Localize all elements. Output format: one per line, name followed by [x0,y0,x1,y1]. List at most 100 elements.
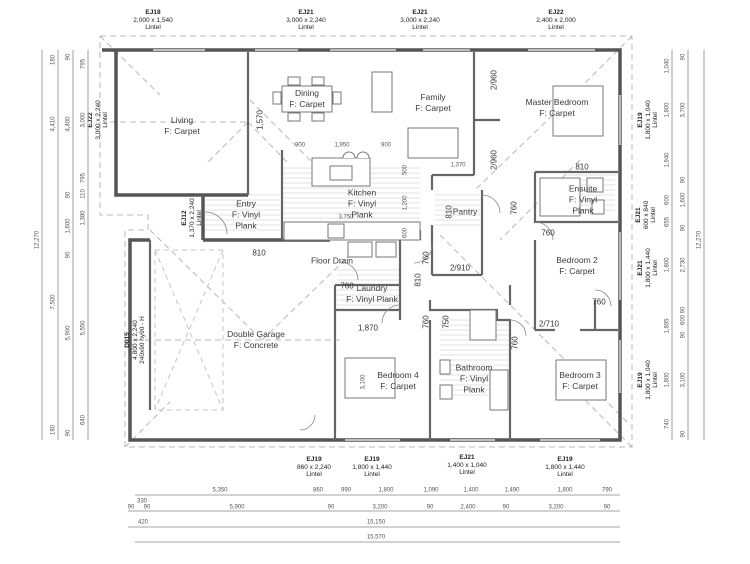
dim-b3-1: 15,150 [366,519,386,526]
dim-r1-3: 600 [664,194,671,206]
dim-l4-0: 795 [80,58,87,70]
dim-l3-1: 4,400 [65,116,72,132]
dim-r2-8: 90 [680,331,687,339]
wardrobe-bed3: 2/710 [538,319,560,329]
dim-l4-6: 640 [80,414,87,426]
dim-r1-4: 655 [664,216,671,228]
dim-bench: 3,750 [338,214,354,221]
dim-kitchen-v1: 500 [402,164,409,176]
dim-island-mid: 1,950 [334,142,350,149]
dim-b1-3: 1,800 [378,487,394,494]
living-opening: 1,570 [255,109,265,131]
door-bed4-760: 760 [421,315,431,329]
dim-l3-3: 1,600 [65,218,72,234]
dim-l4-4: 1,380 [80,210,87,226]
dim-b1-2: 990 [340,487,352,494]
dim-b3-0: 420 [137,519,149,526]
dim-l4-5: 5,550 [80,320,87,336]
dim-r2-6: 90 [680,306,687,314]
dim-bed4: 3,100 [360,374,367,390]
dim-b1-7: 1,800 [557,487,573,494]
room-pantry: Pantry [452,206,478,217]
dim-kitchen-v2: 1,200 [402,195,409,211]
dim-b4-0: 15,570 [366,534,386,541]
dim-r1-0: 1,040 [664,58,671,74]
dim-b1-1: 860 [312,487,324,494]
dim-pantry-width: 1,370 [450,162,466,169]
door-pantry-760: 760 [421,251,431,265]
door-bath-750: 750 [441,315,451,329]
dim-r1-8: 740 [664,418,671,430]
dim-l3-4: 90 [65,251,72,259]
dim-b2-8: 90 [502,504,510,511]
dim-r1-7: 1,800 [664,372,671,388]
dim-b1-5: 1,400 [463,487,479,494]
door-bath-760: 760 [510,336,520,350]
dim-b2-7: 2,400 [460,504,476,511]
dim-r2-3: 1,600 [680,192,687,208]
dim-r1-2: 1,940 [664,152,671,168]
dim-b1-8: 790 [601,487,613,494]
dim-b2-3: 5,900 [229,504,245,511]
door-laundry-760: 760 [340,281,354,291]
dim-r2-10: 90 [680,430,687,438]
dim-r1-5: 1,800 [664,257,671,273]
dim-l2-1: 4,410 [50,116,57,132]
dim-b1-6: 1,490 [504,487,520,494]
dim-r2-1: 3,700 [680,102,687,118]
door-pantry-810: 810 [444,205,454,219]
floor-drain-label: Floor Drain [310,255,354,266]
dim-b1-4: 1,090 [423,487,439,494]
door-ensuite-760a: 760 [509,201,519,215]
door-bed3-760: 760 [592,297,606,307]
dim-b2-1: 90 [143,504,151,511]
dim-b2-9: 3,200 [548,504,564,511]
dim-b2-6: 90 [426,504,434,511]
dim-r3-0: 12,270 [696,230,703,250]
dim-l4-2: 795 [80,172,87,184]
wardrobe-master-a: 2/960 [489,69,499,91]
door-hall-810: 810 [413,273,423,287]
dim-r1-1: 1,800 [664,102,671,118]
wardrobe-hall: 2/910 [449,263,471,273]
dim-l2-0: 180 [50,54,57,66]
dim-b2-5: 3,200 [372,504,388,511]
dim-l3-2: 90 [65,191,72,199]
wardrobe-master-b: 2/960 [489,149,499,171]
dim-b2-0: 90 [127,504,135,511]
door-ensuite-810: 810 [575,162,589,172]
dim-r2-5: 2,730 [680,257,687,273]
dim-l3-6: 90 [65,429,72,437]
dim-l4-3: 110 [80,189,87,199]
dim-kitchen-v3: 600 [402,227,409,239]
dim-l3-5: 5,900 [65,325,72,341]
dim-b2-2: 330 [136,498,148,505]
dim-r2-7: 600 [680,314,687,326]
dim-l2-3: 180 [50,424,57,436]
dim-b1-0: 5,350 [212,487,228,494]
